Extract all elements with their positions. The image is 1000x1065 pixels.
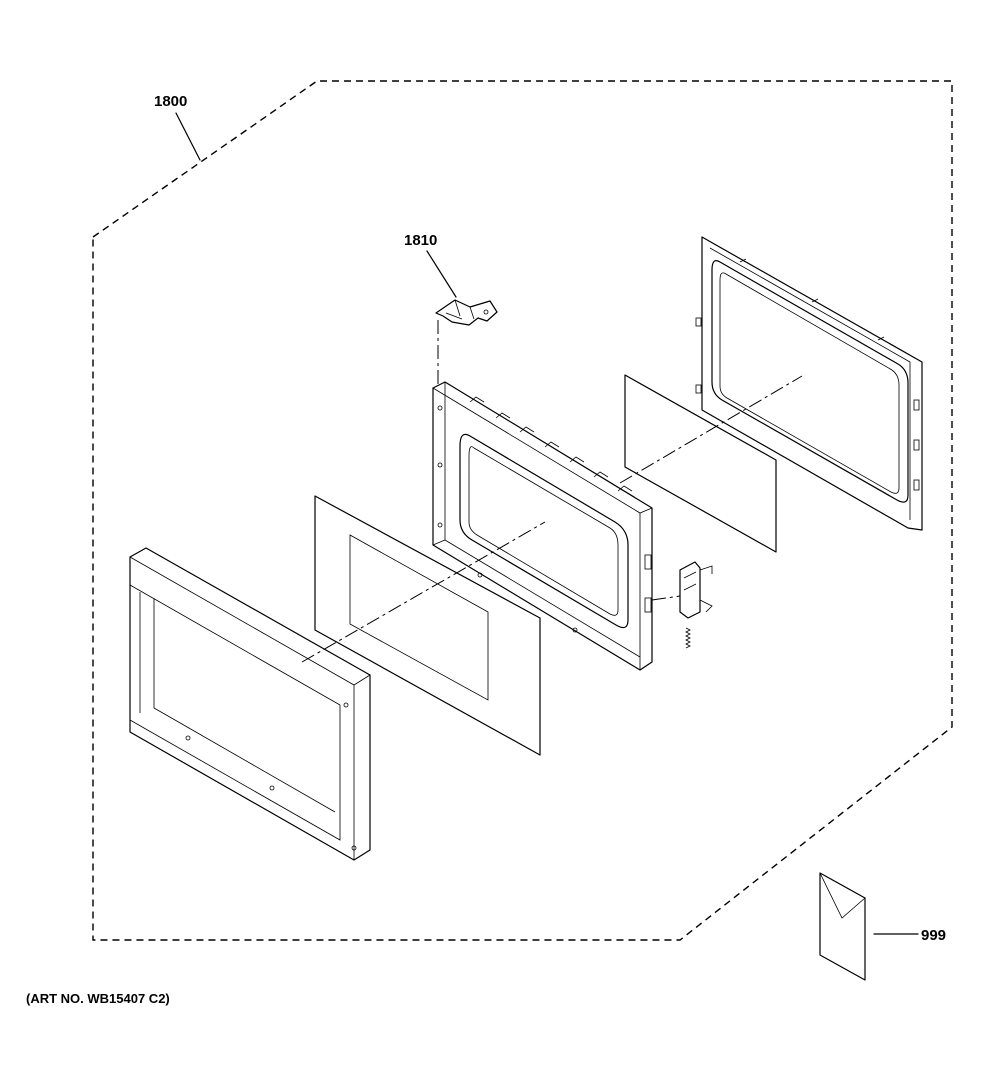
- door-back-frame-part[interactable]: [695, 236, 923, 531]
- latch-spring-part[interactable]: [685, 627, 691, 649]
- latch-centerline: [651, 595, 681, 601]
- callout-1800[interactable]: 1800: [154, 93, 187, 110]
- door-latch-part[interactable]: [679, 561, 713, 619]
- callout-999[interactable]: 999: [921, 927, 946, 944]
- hinge-bracket-part[interactable]: [435, 299, 498, 326]
- door-choke-film-part[interactable]: [624, 374, 777, 553]
- callout-1810[interactable]: 1810: [404, 232, 437, 249]
- literature-envelope-part[interactable]: [819, 872, 866, 981]
- assembly-boundary: [92, 80, 953, 941]
- main-centerline-right: [619, 375, 803, 484]
- door-glass-panel-part[interactable]: [314, 495, 541, 756]
- art-number: (ART NO. WB15407 C2): [26, 991, 170, 1006]
- door-front-frame-part[interactable]: [129, 547, 371, 861]
- main-centerline-left: [301, 521, 546, 663]
- leader-1810: [426, 250, 457, 298]
- inner-door-panel-part[interactable]: [432, 381, 653, 671]
- leader-1800: [175, 112, 201, 161]
